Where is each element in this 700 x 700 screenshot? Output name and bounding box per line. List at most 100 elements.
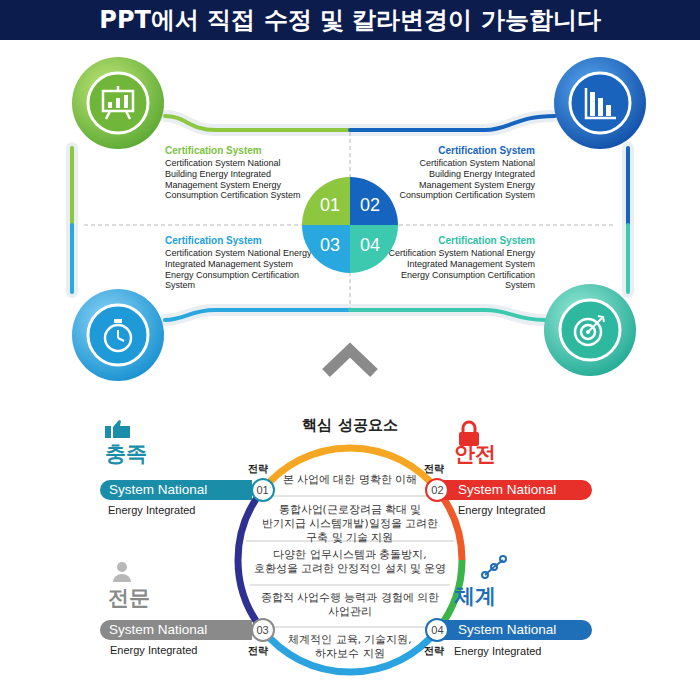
icon-presentation-part [88,73,148,133]
block-heading: Certification System [165,144,315,157]
band-heading: 충족 [105,441,147,467]
icon-stopwatch-part [72,289,164,381]
icon-bar-chart-part [590,92,595,116]
icon-person-part [113,574,131,582]
strategy-band: System National 전문 Energy Integrated [100,565,260,661]
band-subtext: Energy Integrated [454,645,541,657]
block-heading: Certification System [165,234,315,247]
strategy-label: 전략 [248,644,268,658]
icon-network-part [482,572,488,578]
quadrant: 02 [350,177,398,225]
band-text: System National [458,480,586,500]
band-text: System National [109,620,237,640]
frame-line-part [626,225,630,292]
icon-stopwatch-part [88,305,148,365]
frame-line-part [350,310,545,320]
icon-network-part [485,567,494,575]
quadrant-number: 03 [315,234,345,256]
ring-item: 다양한 업무시스템과 충돌방지, 호환성을 고려한 안정적인 설치 및 운영 [252,547,448,575]
icon-thumbs-up-part [105,426,111,438]
icon-bar-chart-part [606,105,611,116]
band-heading: 체계 [454,583,496,609]
band-text: System National [109,480,237,500]
frame-line-part [70,225,74,292]
band-bar: System National [440,480,592,500]
frame-line-part [165,310,350,320]
icon-presentation-part [103,91,133,111]
strategy-number: 01 [251,478,275,502]
frame-line-part [70,148,74,225]
frame-halo-part [622,148,634,292]
quadrant: 03 [302,225,350,273]
icon-presentation-part [72,57,164,149]
strategy-number-text: 01 [256,484,268,496]
strategy-label: 전략 [424,462,444,476]
icon-bar-chart-part [586,88,616,118]
ring-part [263,630,438,672]
icon-target-part [560,300,620,360]
strategy-number-text: 04 [431,624,443,636]
text-block: Certification SystemCertification System… [385,144,535,201]
ring-item: 체계적인 교육, 기술지원, 하자보수 지원 [275,632,425,660]
icon-presentation-part [117,86,120,91]
icon-presentation-part [126,111,130,119]
icon-target-part [588,318,602,332]
icon-bar-chart-part [570,73,630,133]
icon-person [113,562,131,582]
strategy-band: System National 안전 Energy Integrated [440,425,600,521]
icon-target-part [598,316,604,322]
separator-line-part [250,585,450,586]
icon-stopwatch [72,289,164,381]
strategy-number-text: 03 [256,624,268,636]
quadrant-number: 01 [315,194,345,216]
frame-line-part [626,148,630,225]
icon-presentation-part [124,95,128,108]
strategy-band: System National체계Energy Integrated [440,565,600,661]
frame-halo [72,116,628,320]
text-block: Certification SystemCertification System… [385,234,535,291]
frame-halo-part [165,116,555,130]
icon-stopwatch-part [114,319,122,323]
icon-stopwatch-part [117,330,119,338]
chevron-up [326,350,374,373]
ring [238,448,462,672]
band-bar: System National [100,480,252,500]
title-text: PPT에서 직접 수정 및 칼라변경이 가능합니다 [99,4,600,36]
frame-halo-part [165,310,545,320]
block-body: Certification System National Building E… [385,158,535,201]
band-heading: 안전 [454,441,496,467]
block-heading: Certification System [385,144,535,157]
quadrant: 04 [350,225,398,273]
icon-bar-chart-part [598,98,603,116]
ring-part [238,490,263,630]
block-body: Certification System National Energy Int… [165,248,315,291]
ring-item: 본 사업에 대한 명확한 이해 [265,472,435,486]
icon-stopwatch-part [118,338,124,341]
icon-target-part [544,284,636,376]
band-subtext: Energy Integrated [458,504,545,516]
icon-bar-chart-part [554,57,646,149]
band-subtext: Energy Integrated [110,644,197,656]
icon-thumbs-up-part [113,420,130,438]
icon-network-part [491,564,497,570]
icon-network [482,556,506,578]
quadrant-number: 04 [355,234,385,256]
frame-line [72,116,628,320]
strategy-number: 03 [251,618,275,642]
icon-bar-chart [554,57,646,149]
ring-item: 통합사업(근로장려금 확대 및 반기지급 시스템개발)일정을 고려한 구축 및 … [257,502,443,545]
text-block: Certification SystemCertification System… [165,234,315,291]
icon-presentation-part [116,98,120,108]
band-heading: 전문 [108,585,150,611]
icon-target-part [575,319,601,345]
divider-dash [84,132,616,308]
ring-part [263,448,438,490]
frame-halo-part [66,148,78,292]
strategy-label: 전략 [248,462,268,476]
strategy-band: System National충족Energy Integrated [100,425,260,521]
strategy-number-text: 02 [431,484,443,496]
block-body: Certification System National Energy Int… [385,248,535,291]
icon-person-part [117,562,127,572]
band-bar: System National [100,620,252,640]
